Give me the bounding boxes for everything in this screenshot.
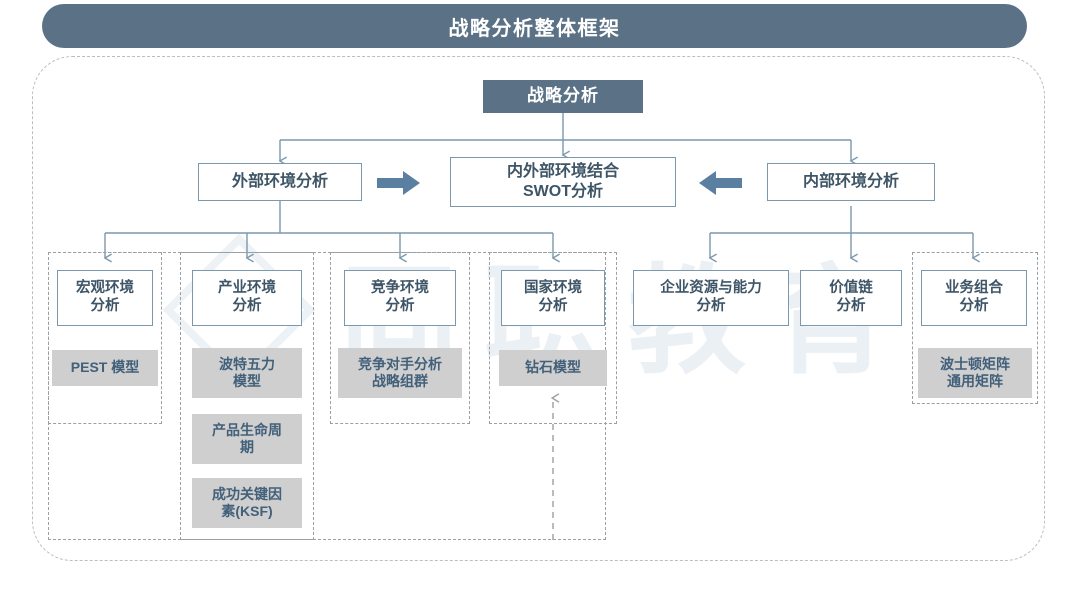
- sub-item-pest-model[interactable]: PEST 模型: [52, 350, 158, 386]
- node-root-label: 战略分析: [527, 86, 599, 106]
- node-external-label: 外部环境分析: [231, 173, 328, 191]
- node-internal-environment-analysis[interactable]: 内部环境分析: [767, 163, 935, 201]
- industry-head-line2: 分析: [232, 298, 262, 314]
- sub-item-key-success-factors[interactable]: 成功关键因 素(KSF): [192, 478, 302, 528]
- node-internal-label: 内部环境分析: [802, 173, 899, 191]
- matrix-line1: 波士顿矩阵: [940, 355, 1010, 372]
- resource-head-line2: 分析: [696, 298, 726, 314]
- node-swot-label-line1: 内外部环境结合: [506, 163, 619, 181]
- diamond-model-label: 钻石模型: [525, 359, 581, 376]
- node-swot-combined-analysis[interactable]: 内外部环境结合 SWOT分析: [450, 157, 676, 207]
- node-enterprise-resource-capability-analysis[interactable]: 企业资源与能力 分析: [633, 270, 789, 326]
- node-swot-label-line2: SWOT分析: [523, 183, 603, 200]
- value-chain-head-line2: 分析: [836, 298, 866, 314]
- competitive-head-line1: 竞争环境: [371, 280, 429, 297]
- macro-head-line1: 宏观环境: [76, 280, 134, 297]
- industry-head-line1: 产业环境: [218, 280, 276, 297]
- plc-line1: 产品生命周: [212, 421, 282, 438]
- page-title-bar: 战略分析整体框架: [42, 4, 1027, 48]
- node-competitive-environment-analysis[interactable]: 竞争环境 分析: [344, 270, 456, 326]
- node-macro-environment-analysis[interactable]: 宏观环境 分析: [57, 270, 153, 326]
- sub-item-competitor-analysis[interactable]: 竞争对手分析 战略组群: [338, 348, 462, 398]
- national-head-line2: 分析: [538, 298, 568, 314]
- sub-item-diamond-model[interactable]: 钻石模型: [499, 350, 607, 386]
- node-value-chain-analysis[interactable]: 价值链 分析: [800, 270, 902, 326]
- competitor-line2: 战略组群: [372, 373, 428, 389]
- competitor-line1: 竞争对手分析: [358, 355, 442, 372]
- ksf-line1: 成功关键因: [212, 485, 282, 502]
- sub-item-bcg-ge-matrix[interactable]: 波士顿矩阵 通用矩阵: [918, 348, 1032, 398]
- porter-line2: 模型: [233, 373, 261, 389]
- national-head-line1: 国家环境: [524, 280, 582, 297]
- resource-head-line1: 企业资源与能力: [660, 280, 762, 297]
- page-title: 战略分析整体框架: [448, 17, 621, 40]
- node-external-environment-analysis[interactable]: 外部环境分析: [198, 163, 362, 201]
- sub-item-pest-model-label: PEST 模型: [70, 359, 140, 376]
- diagram-outer-frame: [32, 56, 1045, 561]
- matrix-line2: 通用矩阵: [947, 373, 1003, 389]
- value-chain-head-line1: 价值链: [829, 280, 873, 297]
- sub-item-product-life-cycle[interactable]: 产品生命周 期: [192, 414, 302, 464]
- porter-line1: 波特五力: [219, 355, 275, 372]
- node-root-strategy-analysis[interactable]: 战略分析: [483, 80, 643, 113]
- arrow-right-to-swot-icon: [377, 171, 420, 195]
- arrow-left-to-swot-icon: [699, 171, 742, 195]
- node-business-portfolio-analysis[interactable]: 业务组合 分析: [921, 270, 1027, 326]
- macro-head-line2: 分析: [90, 298, 120, 314]
- competitive-head-line2: 分析: [385, 298, 415, 314]
- portfolio-head-line1: 业务组合: [945, 280, 1003, 297]
- plc-line2: 期: [240, 439, 254, 455]
- group-box-business-portfolio: [912, 252, 1038, 404]
- node-national-environment-analysis[interactable]: 国家环境 分析: [501, 270, 605, 326]
- portfolio-head-line2: 分析: [959, 298, 989, 314]
- sub-item-porter-five-forces[interactable]: 波特五力 模型: [192, 348, 302, 398]
- node-industry-environment-analysis[interactable]: 产业环境 分析: [192, 270, 302, 326]
- ksf-line2: 素(KSF): [221, 503, 273, 519]
